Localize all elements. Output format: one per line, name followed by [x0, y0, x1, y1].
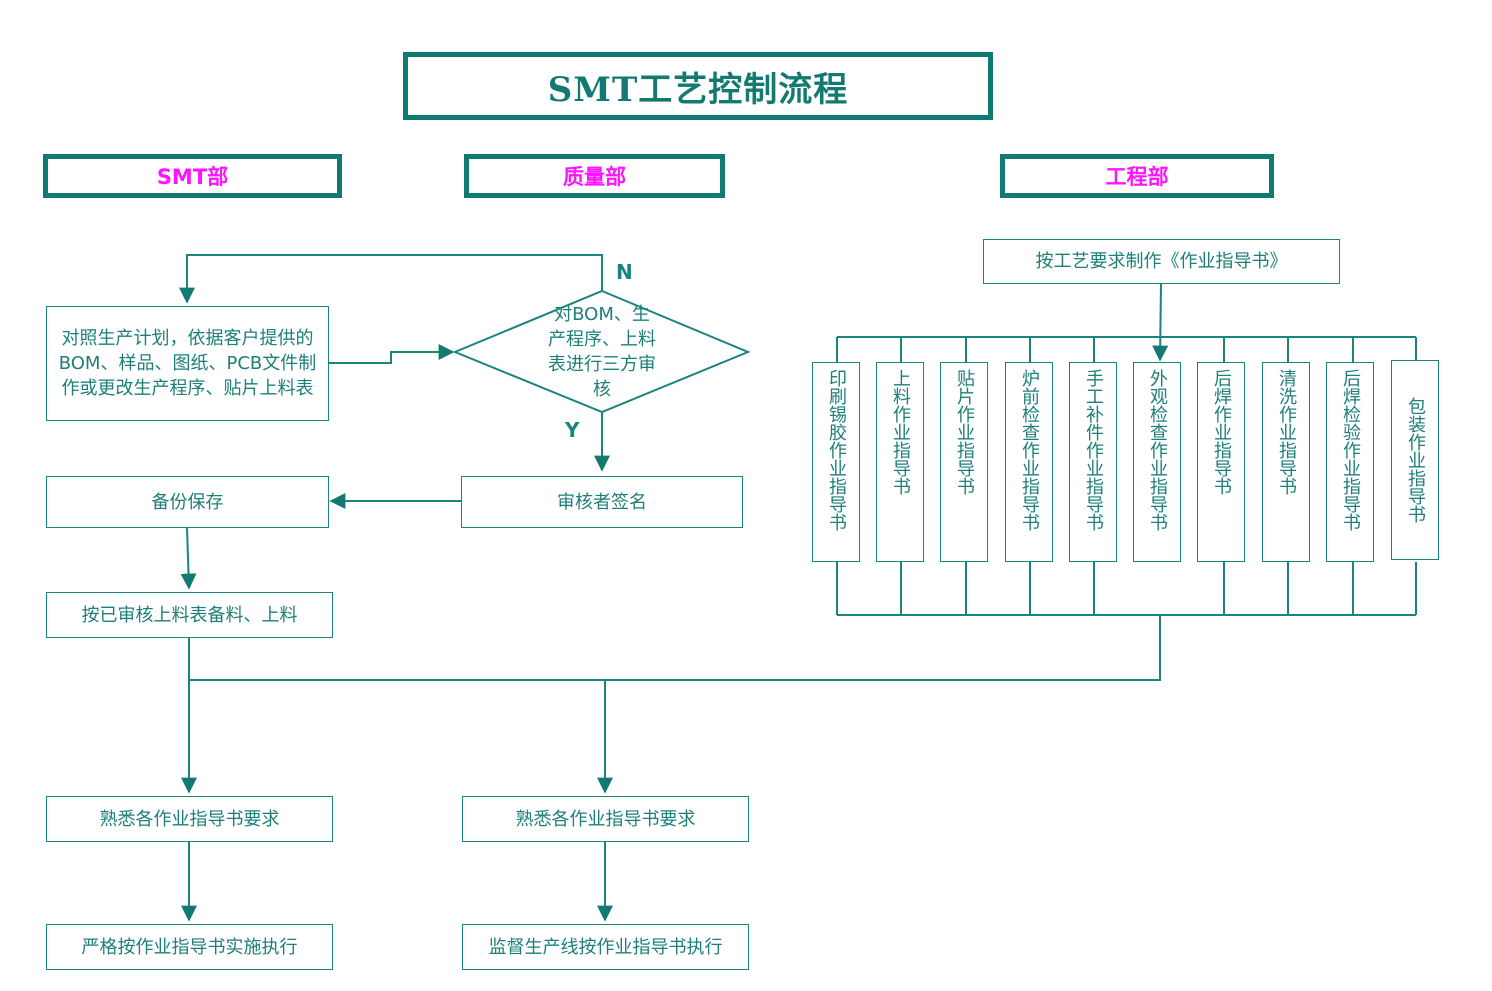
load-materials-text: 按已审核上料表备料、上料 [81, 604, 298, 626]
execute-node: 严格按作业指导书实施执行 [46, 924, 333, 970]
dept-label-quality: 质量部 [563, 165, 626, 189]
merge-line [189, 615, 1161, 681]
make-to-instructions-line [1152, 283, 1169, 362]
backup-text: 备份保存 [151, 491, 224, 513]
dept-label-smt: SMT部 [156, 165, 229, 189]
decision-yes-label: Y [565, 418, 580, 442]
quality-familiarize-node: 熟悉各作业指导书要求 [462, 796, 749, 842]
prepare-program-node: 对照生产计划，依据客户提供的BOM、样品、图纸、PCB文件制作或更改生产程序、贴… [46, 306, 329, 421]
decision-diamond: 对BOM、生产程序、上料表进行三方审核 [547, 302, 657, 402]
title-box: SMT工艺控制流程 [403, 52, 993, 120]
quality-familiarize-text: 熟悉各作业指导书要求 [515, 808, 696, 830]
dept-label-engineering: 工程部 [1105, 165, 1169, 189]
instruction-text: 印刷锡胶作业指导书 [826, 369, 847, 531]
dept-header-quality: 质量部 [464, 154, 725, 198]
make-instructions-text: 按工艺要求制作《作业指导书》 [1035, 251, 1288, 272]
sign-text: 审核者签名 [557, 491, 647, 513]
instruction-node: 后焊检验作业指导书 [1326, 362, 1374, 562]
sign-node: 审核者签名 [461, 476, 743, 528]
instruction-node: 清洗作业指导书 [1262, 362, 1310, 562]
backup-to-load-line [180, 527, 197, 590]
supervise-node: 监督生产线按作业指导书执行 [462, 924, 749, 970]
dept-header-engineering: 工程部 [1000, 154, 1274, 198]
instruction-node: 印刷锡胶作业指导书 [812, 362, 860, 562]
instruction-text: 包装作业指导书 [1405, 397, 1426, 523]
load-materials-node: 按已审核上料表备料、上料 [46, 592, 333, 638]
execute-text: 严格按作业指导书实施执行 [81, 936, 298, 958]
instruction-text: 后焊作业指导书 [1211, 369, 1232, 495]
instruction-node: 后焊作业指导书 [1197, 362, 1245, 562]
instruction-node: 上料作业指导书 [876, 362, 924, 562]
decision-no-label: N [616, 260, 633, 284]
page-title: SMT工艺控制流程 [547, 69, 849, 110]
prepare-program-text: 对照生产计划，依据客户提供的BOM、样品、图纸、PCB文件制作或更改生产程序、贴… [58, 328, 317, 399]
instruction-text: 上料作业指导书 [890, 369, 911, 495]
instruction-text: 贴片作业指导书 [954, 369, 975, 495]
instruction-node: 炉前检查作业指导书 [1005, 362, 1053, 562]
decision-text: 对BOM、生产程序、上料表进行三方审核 [548, 304, 656, 400]
instruction-text: 手工补件作业指导书 [1083, 369, 1104, 531]
smt-familiarize-node: 熟悉各作业指导书要求 [46, 796, 333, 842]
prepare-to-decision-line [329, 344, 455, 364]
supervise-text: 监督生产线按作业指导书执行 [488, 936, 723, 958]
instruction-node: 包装作业指导书 [1391, 360, 1439, 560]
instruction-text: 外观检查作业指导书 [1147, 369, 1168, 531]
instruction-text: 后焊检验作业指导书 [1340, 369, 1361, 531]
instruction-node: 外观检查作业指导书 [1133, 362, 1181, 562]
instruction-text: 炉前检查作业指导书 [1019, 369, 1040, 531]
instruction-node: 贴片作业指导书 [940, 362, 988, 562]
instruction-node: 手工补件作业指导书 [1069, 362, 1117, 562]
instruction-drops [836, 337, 1417, 615]
instruction-text: 清洗作业指导书 [1276, 369, 1297, 495]
no-loop-line [179, 254, 603, 304]
decision-diamond-shape [452, 289, 751, 414]
make-instructions-node: 按工艺要求制作《作业指导书》 [983, 239, 1340, 284]
dept-header-smt: SMT部 [43, 154, 342, 198]
backup-node: 备份保存 [46, 476, 329, 528]
smt-familiarize-text: 熟悉各作业指导书要求 [99, 808, 280, 830]
